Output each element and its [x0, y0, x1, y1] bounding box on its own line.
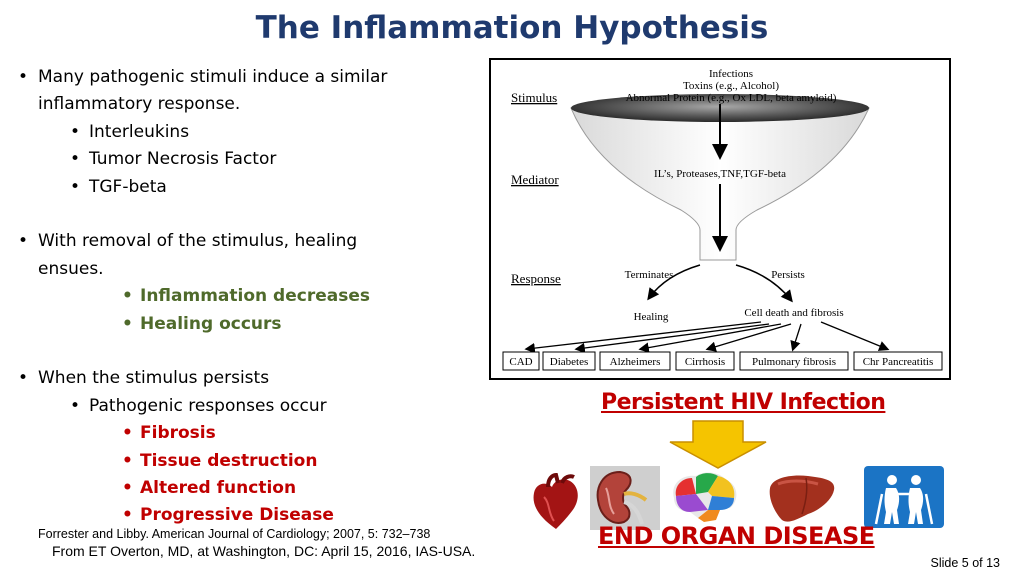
label-mediator: Mediator: [511, 172, 559, 187]
label-response: Response: [511, 271, 561, 286]
bullet-removal: With removal of the stimulus, healing: [18, 228, 478, 256]
sub-bullet-altered-function: Altered function: [18, 475, 478, 503]
healing-text: Healing: [634, 311, 669, 323]
sub-bullet-tissue-destruction: Tissue destruction: [18, 448, 478, 476]
bullet-stimuli: Many pathogenic stimuli induce a similar: [18, 64, 478, 92]
down-arrow-icon: [669, 420, 767, 469]
sub-bullet-progressive-disease: Progressive Disease: [18, 502, 478, 530]
sub-bullet-tgf: TGF-beta: [18, 174, 478, 202]
bullet-removal-cont: ensues.: [38, 258, 104, 279]
cell-death-text: Cell death and fibrosis: [744, 307, 843, 319]
sub-bullet-interleukins: Interleukins: [18, 119, 478, 147]
slide-title: The Inflammation Hypothesis: [255, 10, 769, 46]
sub-bullet-pathogenic: Pathogenic responses occur: [18, 393, 478, 421]
end-organ-disease-label: END ORGAN DISEASE: [598, 522, 875, 550]
bullet-stimuli-cont: inflammatory response.: [38, 94, 241, 115]
citation: Forrester and Libby. American Journal of…: [38, 527, 431, 541]
kidney-icon: [590, 466, 660, 530]
mediators-text: IL’s, Proteases,TNF,TGF-beta: [654, 168, 786, 180]
heart-icon: [533, 473, 578, 529]
bullet-list: Many pathogenic stimuli induce a similar…: [18, 64, 478, 530]
disease-cad: CAD: [509, 356, 532, 368]
persists-text: Persists: [771, 269, 805, 281]
stimulus-toxins: Toxins (e.g., Alcohol): [683, 80, 779, 92]
sub-bullet-fibrosis: Fibrosis: [18, 420, 478, 448]
persistent-hiv-label: Persistent HIV Infection: [601, 390, 886, 415]
sub-bullet-tnf: Tumor Necrosis Factor: [18, 146, 478, 174]
label-stimulus: Stimulus: [511, 90, 557, 105]
terminates-text: Terminates: [625, 269, 674, 281]
disease-alzheimers: Alzheimers: [610, 356, 661, 368]
disease-cirrhosis: Cirrhosis: [685, 356, 725, 368]
disease-chr-pancreatitis: Chr Pancreatitis: [863, 356, 934, 368]
disease-diabetes: Diabetes: [550, 356, 588, 368]
stimulus-infections: Infections: [709, 68, 753, 80]
elderly-couple-icon: [864, 466, 944, 528]
disease-pulmonary-fibrosis: Pulmonary fibrosis: [752, 356, 836, 368]
sub-bullet-inflammation-decreases: Inflammation decreases: [18, 283, 478, 311]
source-credit: From ET Overton, MD, at Washington, DC: …: [52, 543, 476, 559]
stimulus-abnormal-protein: Abnormal Protein (e.g., Ox LDL, beta amy…: [626, 92, 837, 104]
liver-icon: [769, 475, 835, 522]
slide-number: Slide 5 of 13: [930, 556, 1001, 570]
bullet-persists: When the stimulus persists: [18, 365, 478, 393]
funnel-diagram: Stimulus Mediator Response Infections To…: [489, 58, 951, 380]
brain-icon: [673, 472, 737, 522]
sub-bullet-healing-occurs: Healing occurs: [18, 311, 478, 339]
